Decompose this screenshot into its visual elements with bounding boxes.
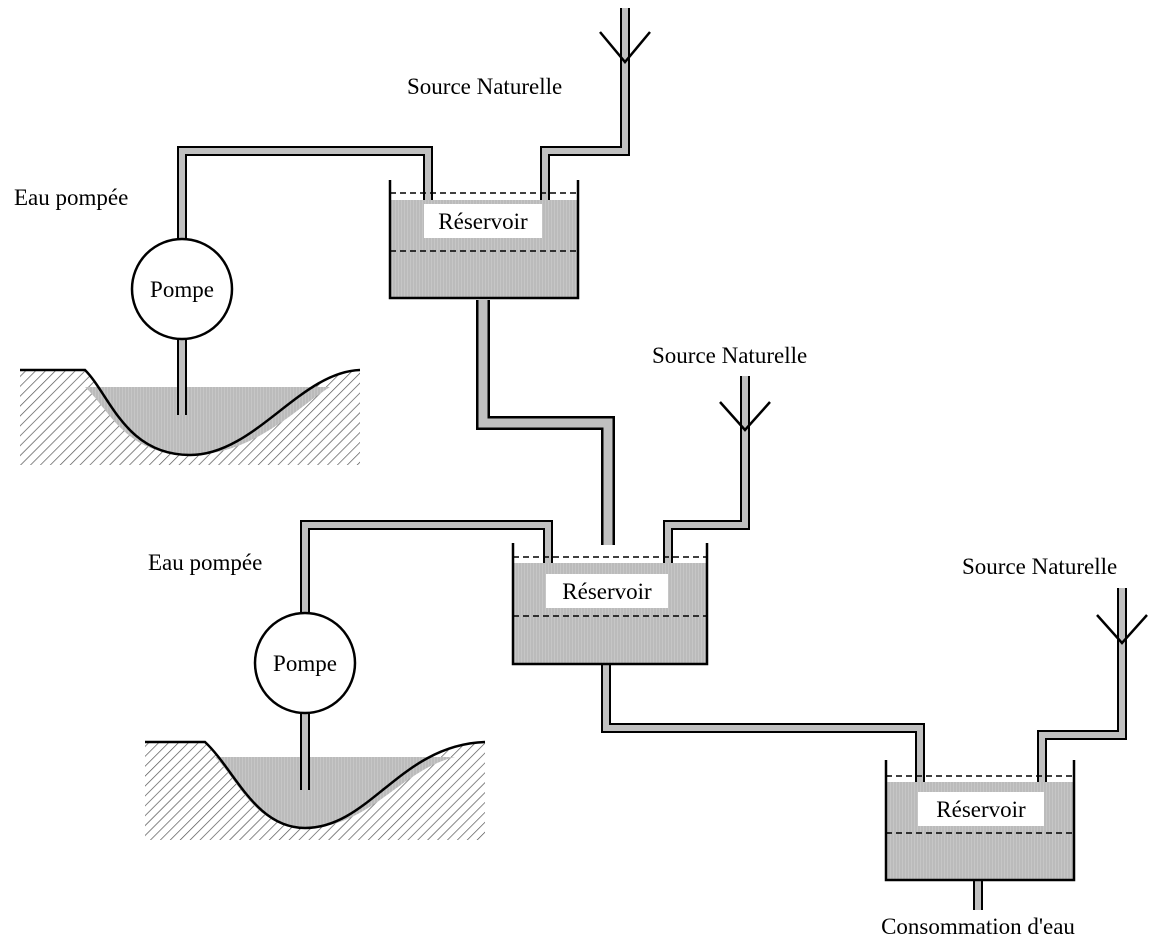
reservoir-3: Réservoir: [884, 760, 1076, 882]
pumped-water-pipe-1: [177, 146, 433, 240]
water-consumption-label: Consommation d'eau: [881, 914, 1075, 939]
ground-pond-2: [145, 740, 486, 840]
natural-source-label-1: Source Naturelle: [407, 74, 562, 99]
funnel-1: [599, 31, 651, 64]
funnel-2: [719, 401, 771, 432]
pump-2: Pompe: [253, 611, 357, 715]
natural-source-pipe-2: [663, 376, 750, 568]
pumped-water-pipe-2: [300, 520, 553, 614]
natural-source-label-3: Source Naturelle: [962, 554, 1117, 579]
funnel-3: [1096, 614, 1148, 645]
reservoir-1-outflow-pipe: [476, 300, 615, 545]
reservoir-2-outflow-pipe: [601, 665, 925, 790]
pump-1-label: Pompe: [150, 277, 214, 302]
reservoir-1-label: Réservoir: [438, 209, 528, 234]
pump-1: Pompe: [130, 237, 234, 341]
pump-2-label: Pompe: [273, 651, 337, 676]
natural-source-label-2: Source Naturelle: [652, 343, 807, 368]
pumped-water-label-2: Eau pompée: [148, 550, 262, 575]
reservoir-2-label: Réservoir: [562, 579, 652, 604]
reservoir-1: Réservoir: [388, 180, 580, 300]
ground-pond-1: [20, 368, 361, 465]
natural-source-pipe-1: [540, 8, 630, 205]
pumped-water-label-1: Eau pompée: [14, 185, 128, 210]
reservoir-3-label: Réservoir: [936, 797, 1026, 822]
reservoir-2: Réservoir: [511, 543, 709, 666]
natural-source-pipe-3: [1037, 588, 1127, 790]
